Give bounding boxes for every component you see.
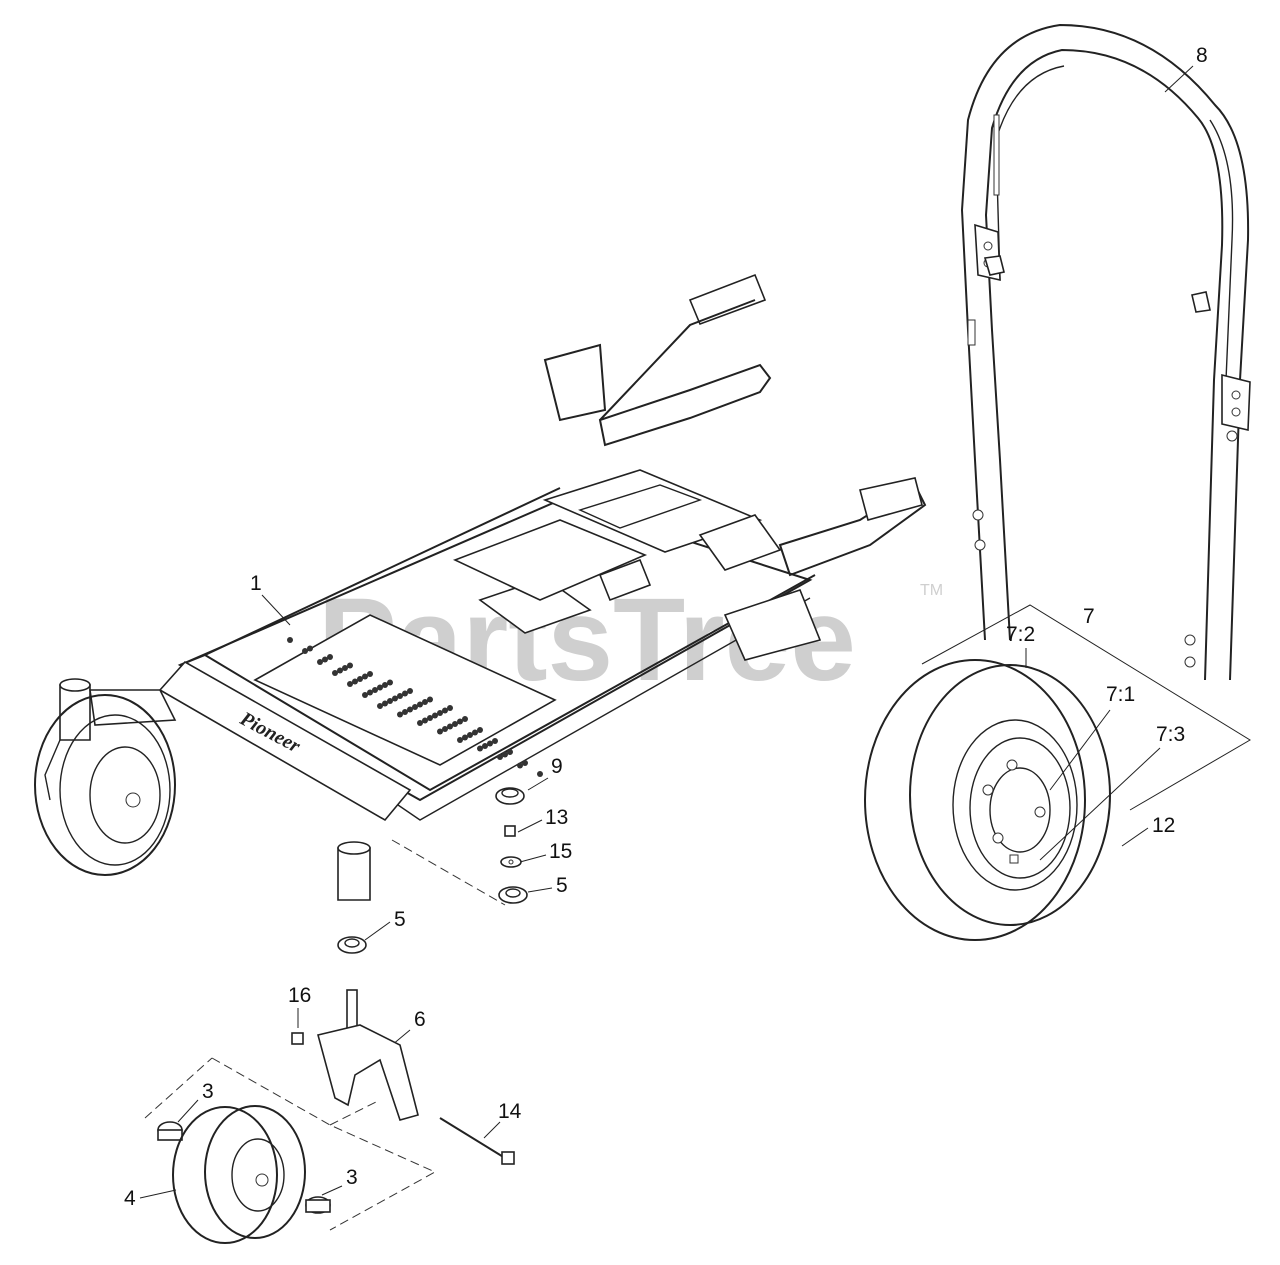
callout-caster-bolt: 14 [498, 1100, 522, 1123]
perforation-hole [407, 706, 413, 713]
perforation-hole [487, 740, 493, 747]
caster-wheel-lower[interactable] [172, 1105, 306, 1244]
perforation-hole [322, 656, 328, 663]
perforation-hole [427, 696, 433, 703]
perforation-hole [382, 682, 388, 688]
perforation-hole [447, 705, 453, 711]
perforation-hole [337, 667, 343, 674]
callout-bearing-mid: 5 [394, 908, 406, 931]
caster-fork[interactable] [317, 989, 419, 1121]
callout-lug-nut: 12 [1152, 814, 1175, 837]
perforation-hole [347, 662, 353, 669]
floor-perforations [287, 637, 543, 777]
perforation-hole [417, 701, 423, 708]
callout-lock-nut: 13 [545, 806, 568, 829]
callout-drive-wheel: 7 [1083, 605, 1095, 628]
perforation-hole [452, 721, 458, 727]
perforation-hole [537, 771, 543, 777]
watermark-trademark: TM [920, 582, 943, 599]
spacer-lower[interactable] [305, 1196, 331, 1214]
callout-fork-nut: 16 [288, 984, 311, 1007]
perforation-hole [332, 670, 338, 676]
perforation-hole [482, 743, 488, 749]
perforation-hole [397, 711, 403, 718]
bearing-mid[interactable] [337, 936, 367, 954]
perforation-hole [447, 723, 453, 730]
perforation-hole [317, 659, 323, 665]
callout-washer: 15 [549, 840, 572, 863]
drive-wheel[interactable] [864, 659, 1111, 941]
callout-spacer-lower: 3 [346, 1166, 358, 1189]
perforation-hole [422, 699, 428, 705]
perforation-hole [382, 700, 388, 707]
perforation-hole [422, 717, 428, 724]
perforation-hole [372, 687, 378, 693]
perforation-hole [367, 671, 373, 677]
perforation-hole [362, 673, 368, 680]
perforation-hole [287, 637, 293, 643]
perforation-hole [352, 678, 358, 685]
perforation-hole [377, 703, 383, 709]
callout-caster-wheel: 4 [124, 1187, 136, 1210]
callout-frame: 1 [250, 572, 262, 595]
perforation-hole [412, 704, 418, 710]
perforation-hole [437, 710, 443, 716]
perforation-hole [307, 645, 313, 652]
perforation-hole [477, 727, 483, 733]
dust-cap[interactable] [495, 787, 525, 805]
perforation-hole [477, 745, 483, 752]
perforation-hole [392, 695, 398, 702]
perforation-hole [362, 692, 368, 698]
callout-rops-bar: 8 [1196, 44, 1208, 67]
callout-spacer-upper: 3 [202, 1080, 214, 1103]
perforation-hole [507, 749, 513, 755]
perforation-hole [387, 698, 393, 704]
perforation-hole [437, 728, 443, 735]
fork-nut[interactable] [291, 1032, 304, 1045]
bearing-right[interactable] [498, 886, 528, 904]
perforation-hole [387, 679, 393, 686]
lock-nut[interactable] [504, 825, 516, 837]
perforation-hole [402, 709, 408, 715]
caster-bolt[interactable] [439, 1117, 515, 1165]
perforation-hole [402, 690, 408, 697]
perforation-hole [347, 681, 353, 687]
perforation-hole [457, 718, 463, 725]
perforation-hole [462, 734, 468, 741]
callout-drive-wheel-tire: 7:2 [1006, 623, 1035, 646]
callout-drive-wheel-valve: 7:3 [1156, 723, 1185, 746]
perforation-hole [497, 754, 503, 760]
perforation-hole [302, 648, 308, 654]
callout-caster-fork: 6 [414, 1008, 426, 1031]
mower-frame[interactable]: Pioneer [34, 273, 927, 901]
callouts: 8 1 7 7:2 7:1 7:3 9 13 15 5 12 5 16 [124, 44, 1251, 1210]
perforation-hole [472, 729, 478, 736]
perforation-hole [427, 715, 433, 721]
perforation-hole [417, 720, 423, 726]
callout-dust-cap: 9 [551, 755, 563, 778]
perforation-hole [407, 688, 413, 694]
perforation-hole [502, 751, 508, 758]
perforation-hole [377, 684, 383, 691]
callout-bearing-top: 5 [556, 874, 568, 897]
perforation-hole [397, 693, 403, 699]
perforation-hole [517, 762, 523, 769]
perforation-hole [367, 689, 373, 696]
perforation-hole [327, 654, 333, 660]
washer[interactable] [500, 856, 522, 868]
perforation-hole [467, 732, 473, 738]
rops-bar[interactable] [960, 23, 1251, 681]
perforation-hole [462, 716, 468, 722]
perforation-hole [522, 760, 528, 766]
perforation-hole [457, 737, 463, 743]
spacer-upper[interactable] [157, 1121, 183, 1141]
perforation-hole [442, 726, 448, 732]
perforation-hole [432, 712, 438, 719]
perforation-hole [357, 676, 363, 682]
perforation-hole [442, 707, 448, 714]
perforation-hole [342, 665, 348, 671]
callout-drive-wheel-hub: 7:1 [1106, 683, 1135, 706]
perforation-hole [492, 738, 498, 744]
